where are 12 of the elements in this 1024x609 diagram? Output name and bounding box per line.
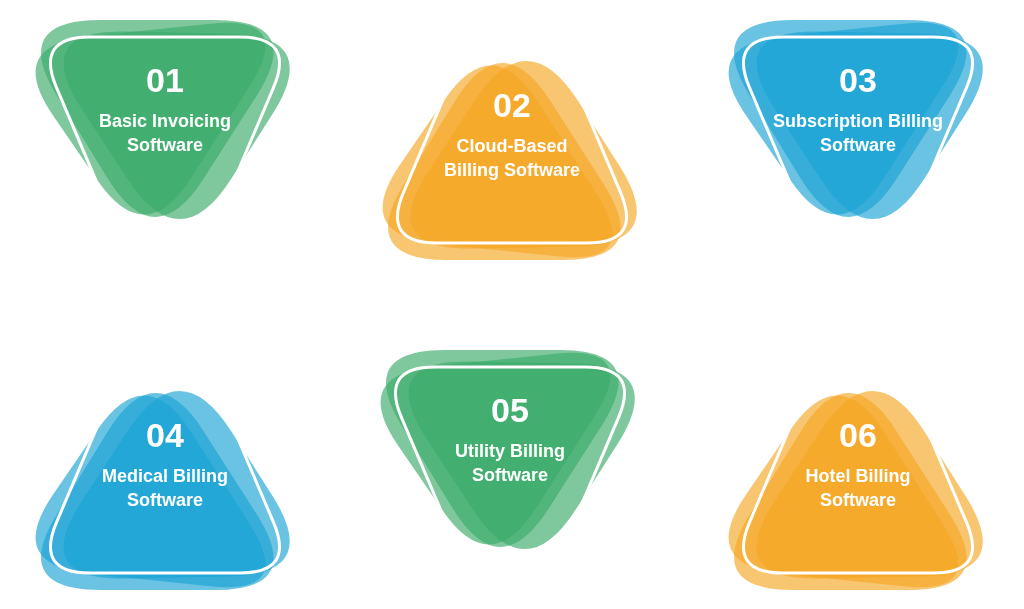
- step-number: 04: [146, 418, 184, 452]
- step-number: 02: [493, 88, 531, 122]
- step-number: 06: [839, 418, 877, 452]
- step-number: 03: [839, 63, 877, 97]
- step-title: Cloud-Based Billing Software: [443, 135, 581, 182]
- step-title: Subscription Billing Software: [773, 110, 943, 157]
- step-title: Utility Billing Software: [454, 440, 566, 487]
- step-title: Medical Billing Software: [101, 465, 229, 512]
- step-title: Hotel Billing Software: [804, 465, 912, 512]
- step-number: 01: [146, 63, 184, 97]
- step-number: 05: [491, 393, 529, 427]
- step-title: Basic Invoicing Software: [97, 110, 232, 157]
